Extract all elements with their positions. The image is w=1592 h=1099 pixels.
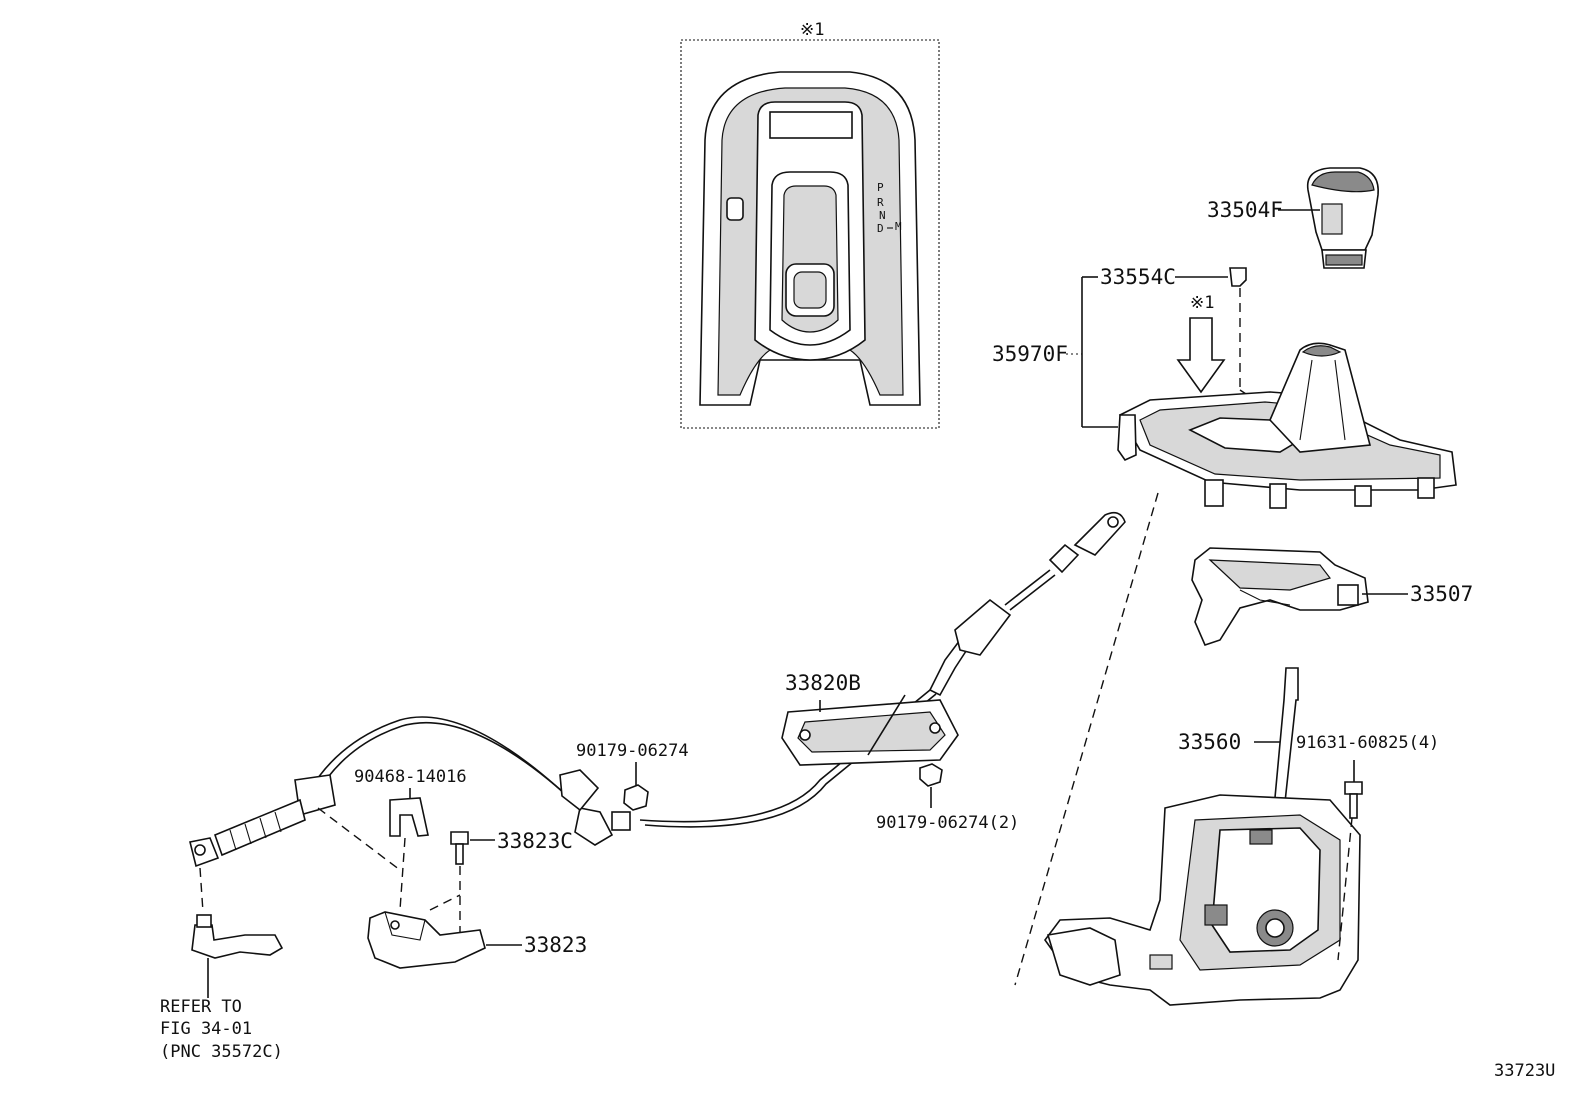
indicator-m: M	[895, 220, 902, 233]
indicator-n: N	[879, 209, 886, 222]
label-lever-assembly: 33560	[1178, 730, 1241, 754]
cable-bracket	[367, 911, 486, 969]
label-bezel: 35970F	[992, 342, 1068, 366]
detail-marker-ref: ※1	[1190, 293, 1214, 313]
shift-cable	[189, 511, 1126, 868]
indicator-p: P	[877, 181, 884, 194]
label-lever-screw: 91631-60825(4)	[1296, 733, 1439, 753]
indicator-d: D	[877, 222, 884, 235]
indicator-housing	[1191, 547, 1369, 646]
detail-marker: ※1	[800, 20, 824, 40]
bezel-console	[1117, 342, 1457, 509]
shift-lever-assembly	[1044, 667, 1361, 1006]
label-nut-left: 90179-06274	[576, 741, 689, 761]
reference-part	[191, 914, 284, 959]
shift-knob	[1306, 167, 1379, 269]
label-bracket-bolt: 33823C	[497, 829, 573, 853]
lever-screw	[1344, 781, 1363, 819]
view-arrow	[1176, 317, 1226, 394]
cable-nut-left	[623, 784, 649, 811]
label-nut-right: 90179-06274(2)	[876, 813, 1019, 833]
reference-line-3: (PNC 35572C)	[160, 1042, 283, 1062]
label-clip-plate: 90468-14016	[354, 767, 467, 787]
detail-view-box: ※1 P R N D M	[680, 20, 940, 429]
label-knob: 33504F	[1207, 198, 1283, 222]
bracket-bolt	[450, 831, 469, 865]
label-cable: 33820B	[785, 671, 861, 695]
reference-line-2: FIG 34-01	[160, 1019, 252, 1039]
clip-plate	[389, 797, 429, 837]
label-clip: 33554C	[1100, 265, 1176, 289]
clip-part	[1229, 267, 1247, 287]
label-indicator-housing: 33507	[1410, 582, 1473, 606]
label-bracket: 33823	[524, 933, 587, 957]
cable-nut-right	[919, 763, 943, 787]
diagram-code: 33723U	[1494, 1061, 1555, 1081]
indicator-r: R	[877, 196, 884, 209]
reference-line-1: REFER TO	[160, 997, 242, 1017]
